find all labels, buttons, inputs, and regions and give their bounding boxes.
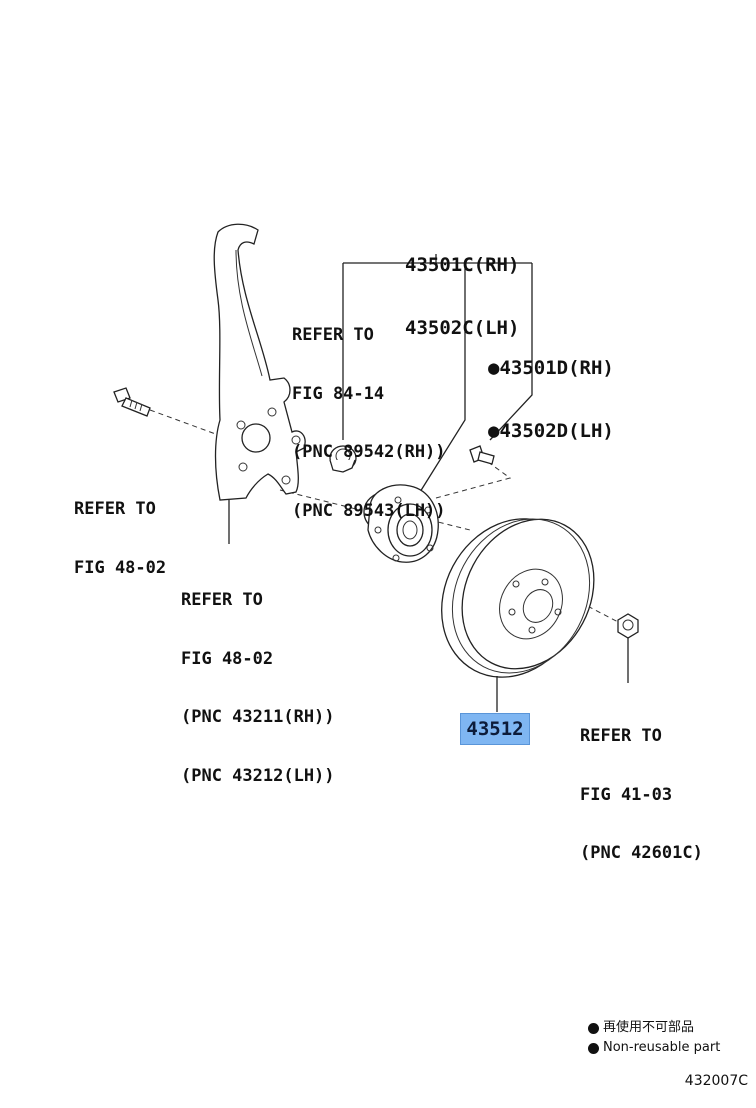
hub-nut	[617, 613, 639, 683]
ref-line: REFER TO	[74, 499, 156, 519]
ref-line: FIG 41-03	[580, 784, 673, 805]
highlighted-part-number[interactable]: 43512	[460, 713, 530, 745]
ref-fig-48-02-knuckle-label[interactable]: REFER TO FIG 48-02 (PNC 43211(RH)) (PNC …	[181, 552, 335, 806]
legend-row-japanese: 再使用不可部品	[588, 1018, 720, 1038]
ref-fig-48-02-bolt-label[interactable]: REFER TO FIG 48-02	[74, 461, 166, 598]
ref-line: FIG 48-02	[181, 648, 274, 669]
disc-rotor	[441, 518, 595, 712]
ref-line: REFER TO	[181, 590, 263, 610]
part-number-rh[interactable]: 43501D(RH)	[499, 357, 614, 379]
non-reusable-dot-icon	[588, 1042, 599, 1054]
ref-line: (PNC 89543(LH))	[292, 500, 446, 521]
main-part-leader	[342, 254, 533, 493]
ref-line: REFER TO	[292, 325, 374, 345]
steering-knuckle	[213, 223, 306, 544]
part-number-lh[interactable]: 43502D(LH)	[499, 420, 614, 442]
non-reusable-part-label[interactable]: ●43501D(RH) ●43502D(LH)	[488, 316, 614, 463]
knuckle-bolt	[113, 387, 151, 417]
figure-code: 432007C	[684, 1073, 748, 1089]
legend: 再使用不可部品 Non-reusable part	[588, 1018, 720, 1058]
non-reusable-bullet-icon: ●	[488, 420, 500, 442]
part-number-lh[interactable]: 43502C(LH)	[405, 317, 520, 339]
non-reusable-dot-icon	[588, 1022, 599, 1034]
ref-line: (PNC 43212(LH))	[181, 765, 335, 786]
non-reusable-bullet-icon: ●	[488, 357, 500, 379]
ref-line: (PNC 42601C)	[580, 843, 703, 863]
ref-fig-41-03-label[interactable]: REFER TO FIG 41-03 (PNC 42601C)	[580, 688, 703, 883]
sensor-plug	[329, 445, 357, 473]
legend-row-english: Non-reusable part	[588, 1038, 720, 1058]
legend-text: Non-reusable part	[603, 1040, 721, 1055]
ref-line: FIG 84-14	[292, 383, 385, 404]
ref-fig-84-14-label[interactable]: REFER TO FIG 84-14 (PNC 89542(RH)) (PNC …	[292, 287, 446, 541]
ref-line: (PNC 89542(RH))	[292, 442, 446, 462]
axle-hub	[363, 484, 439, 563]
legend-text: 再使用不可部品	[603, 1020, 695, 1035]
ref-line: (PNC 43211(RH))	[181, 707, 335, 727]
ref-line: REFER TO	[580, 726, 662, 746]
ref-line: FIG 48-02	[74, 557, 167, 578]
hub-bolt	[469, 445, 495, 465]
part-number-rh[interactable]: 43501C(RH)	[405, 254, 520, 276]
main-part-number-label[interactable]: 43501C(RH) 43502C(LH)	[405, 213, 519, 360]
